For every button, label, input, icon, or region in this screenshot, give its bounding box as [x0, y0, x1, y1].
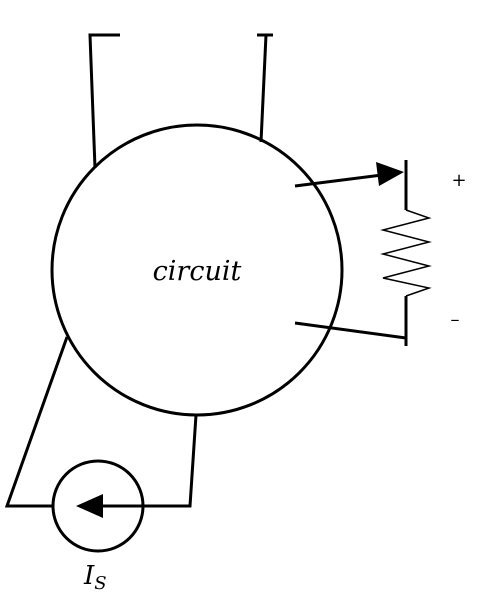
- source-label-main: I: [83, 561, 95, 591]
- source-label-sub: S: [94, 573, 106, 594]
- resistor-icon: [380, 209, 432, 297]
- source-right-lead: [144, 414, 198, 508]
- current-source-arrow-icon: [76, 494, 103, 518]
- source-left-lead: [4, 336, 69, 508]
- top-left-terminal-lead: [88, 33, 120, 169]
- upper-resistor-lead: [294, 173, 383, 188]
- arrow-head-icon: [376, 162, 404, 186]
- top-right-terminal-lead: [259, 34, 268, 143]
- plus-sign: +: [451, 170, 466, 191]
- circuit-label: circuit: [153, 256, 242, 287]
- source-label: IS: [83, 561, 107, 594]
- minus-sign: –: [451, 309, 460, 330]
- circuit-blob: [50, 123, 344, 417]
- lower-resistor-lead: [294, 321, 407, 340]
